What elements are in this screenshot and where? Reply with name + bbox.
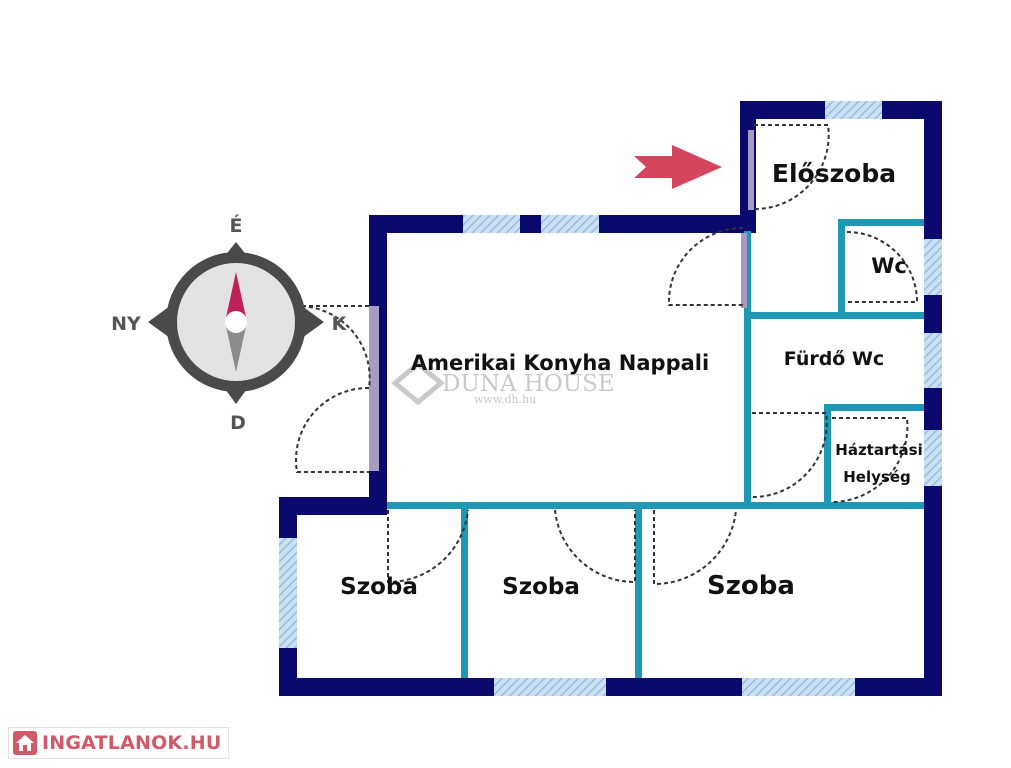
house-logo-icon — [13, 731, 37, 755]
compass-west-label: NY — [111, 313, 141, 335]
compass-east-label: K — [332, 313, 348, 335]
room-label-szoba-2: Szoba — [502, 574, 580, 600]
door-frames — [369, 130, 754, 471]
room-label-wc: Wc — [871, 254, 907, 278]
watermark-logo-icon — [391, 360, 445, 406]
room-label-haztartasi-2: Helység — [843, 468, 911, 486]
door-swings — [295, 124, 919, 586]
inner-walls — [387, 219, 924, 678]
watermark-url: www.dh.hu — [474, 393, 536, 406]
watermark-brand: DUNA HOUSE — [442, 371, 615, 397]
room-label-szoba-3: Szoba — [707, 571, 795, 601]
ingatlanok-logo: INGATLANOK.HU — [8, 727, 229, 759]
watermark: DUNA HOUSE www.dh.hu — [391, 360, 615, 406]
windows — [279, 101, 942, 696]
logo-text: INGATLANOK.HU — [42, 732, 222, 754]
room-label-szoba-1: Szoba — [340, 574, 418, 600]
compass-north-label: É — [230, 214, 243, 237]
compass-icon — [148, 242, 324, 404]
compass-south-label: D — [230, 412, 246, 434]
room-label-eloszoba: Előszoba — [772, 159, 896, 188]
room-label-haztartasi-1: Háztartási — [835, 441, 922, 459]
entrance-arrow-icon — [634, 145, 722, 189]
room-label-nappali: Amerikai Konyha Nappali — [411, 351, 709, 375]
room-label-furdo: Fürdő Wc — [784, 348, 884, 370]
